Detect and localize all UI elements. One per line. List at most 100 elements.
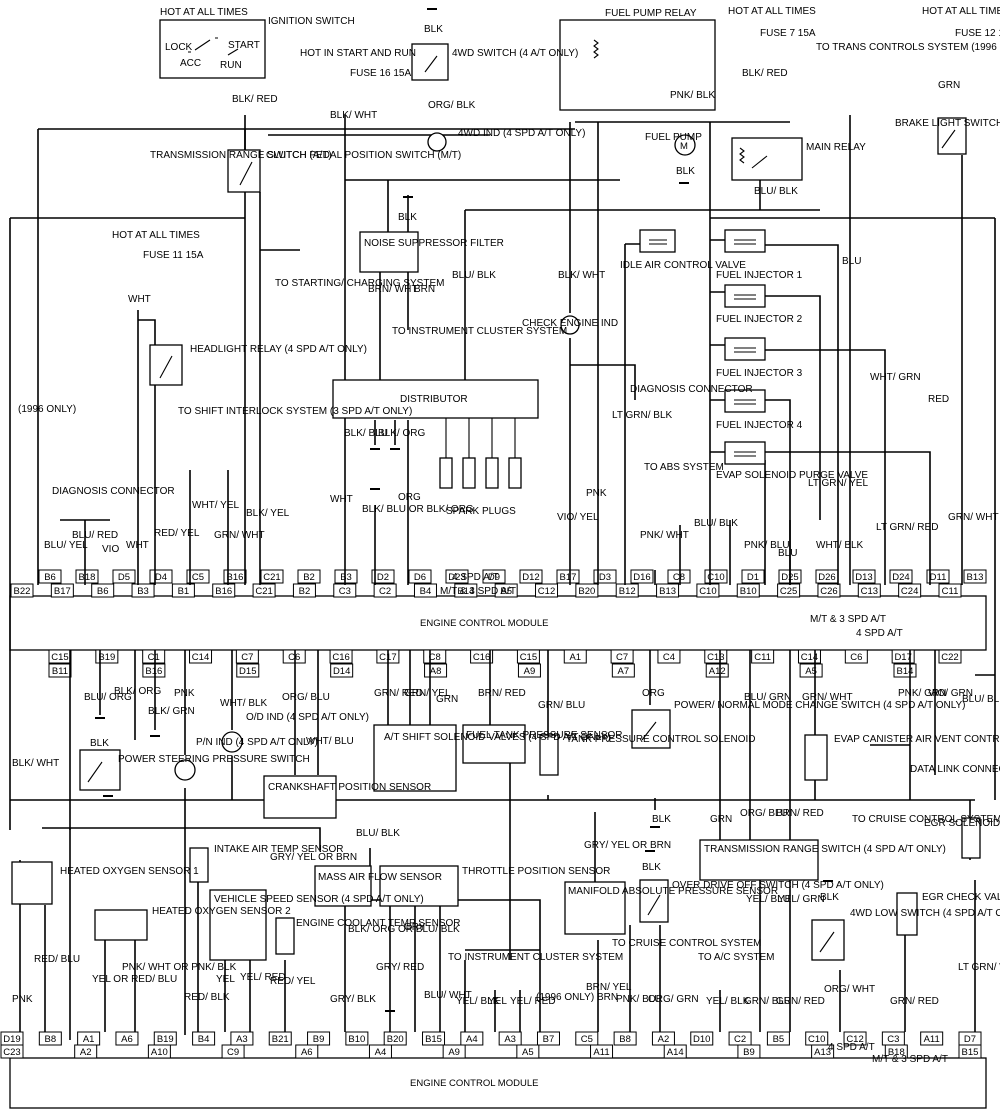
connector-pin <box>235 649 259 664</box>
connector-pin-label: D6 <box>414 572 426 583</box>
connector-pin <box>590 1044 614 1059</box>
lbl-main-relay: MAIN RELAY <box>806 142 866 153</box>
trans-range-switch-bottom <box>699 839 819 881</box>
lbl-power-normal: POWER/ NORMAL MODE CHANGE SWITCH (4 SPD … <box>674 700 966 711</box>
lbl-org-c4: ORG <box>642 688 665 699</box>
lbl-yel-grn: YEL/ GRN <box>778 894 825 905</box>
connector-pin-label: B14 <box>457 586 474 597</box>
connector-pin-label: D3 <box>599 572 611 583</box>
connector-pin-label: A4 <box>466 1034 478 1045</box>
lbl-wht-blu-a9: WHT/ BLU <box>306 736 354 747</box>
connector-pin-label: C24 <box>901 586 918 597</box>
fuel-injector-2 <box>724 284 766 308</box>
connector-pin <box>690 1031 714 1046</box>
connector-pin <box>920 1031 944 1046</box>
lbl-blu-blk-dist: BLU/ BLK <box>452 270 496 281</box>
connector-pin-label: C15 <box>51 652 68 663</box>
connector-pin-label: C7 <box>616 652 628 663</box>
connector-pin-label: B21 <box>272 1034 289 1045</box>
connector-pin-label: B16 <box>215 586 232 597</box>
idle-air-control-valve <box>639 229 676 253</box>
lbl-vio-l: VIO <box>102 544 119 555</box>
connector-pin-label: B2 <box>299 586 311 597</box>
lbl-maf: MASS AIR FLOW SENSOR <box>318 872 442 883</box>
connector-pin-label: C14 <box>192 652 209 663</box>
lbl-gry-blk-b9: GRY/ BLK <box>330 994 376 1005</box>
connector-pin-label: C1 <box>148 652 160 663</box>
connector-pin-label: A8 <box>430 666 442 677</box>
connector-pin <box>926 569 950 584</box>
lbl-diag-connector-r: DIAGNOSIS CONNECTOR <box>630 384 753 395</box>
wires <box>9 115 996 1040</box>
lbl-ignition-switch: IGNITION SWITCH <box>268 16 355 27</box>
connector-pin <box>575 583 599 598</box>
lbl-mt3-r: M/T & 3 SPD A/T <box>810 614 886 625</box>
components: M <box>11 8 981 1012</box>
lbl-blu-d1: BLU <box>778 548 797 559</box>
lbl-org-grn-c2: ORG/ GRN <box>648 994 699 1005</box>
connector-pin-label: C21 <box>255 586 272 597</box>
connector-pin <box>811 1044 835 1059</box>
lbl-grn-wht-b13: GRN/ WHT <box>948 512 999 523</box>
connector-pin-label: C14 <box>801 652 818 663</box>
connector-pin <box>556 569 580 584</box>
lbl-blk-blu-org: BLK/ BLU OR BLK/ ORG <box>362 504 474 515</box>
lbl-fi4: FUEL INJECTOR 4 <box>716 420 803 431</box>
lbl-wht-yel: WHT/ YEL <box>192 500 239 511</box>
lbl-ind4wd: 4WD IND (4 SPD A/T ONLY) <box>458 128 585 139</box>
ind-4wd-lamp <box>427 132 447 152</box>
lbl-grn-12: GRN <box>938 80 960 91</box>
lbl-to-shift-interlock: TO SHIFT INTERLOCK SYSTEM (3 SPD A/T ONL… <box>178 406 412 417</box>
connector-pin <box>938 583 962 598</box>
lbl-map: MANIFOLD ABSOLUTE PRESSURE SENSOR <box>568 886 778 897</box>
lbl-pnk-blu-d10: PNK/ BLU <box>616 994 662 1005</box>
connector-pin-label: D13 <box>855 572 872 583</box>
fuel-injector-4 <box>724 389 766 413</box>
lbl-diag-connector-l: DIAGNOSIS CONNECTOR <box>52 486 175 497</box>
connector-pin-label: D14 <box>333 666 350 677</box>
connector-pin-label: D26 <box>818 572 835 583</box>
connector-pin <box>460 1031 484 1046</box>
lbl-grn-blu-c10: GRN/ BLU <box>744 996 791 1007</box>
connector-pin <box>115 1031 139 1046</box>
connector-pin <box>630 569 654 584</box>
connector-pin <box>852 569 876 584</box>
connector-pin-label: A5 <box>522 1047 534 1058</box>
lbl-to-starting: TO STARTING/ CHARGING SYSTEM <box>275 278 444 289</box>
connector-pin-label: C26 <box>820 586 837 597</box>
connector-pin-label: A3 <box>504 1034 516 1045</box>
lbl-pnk-blu-c10: PNK/ BLU <box>744 540 790 551</box>
connector-pin-label: B14 <box>897 666 914 677</box>
connector-pin <box>470 649 494 664</box>
lbl-blk-fp: BLK <box>676 166 695 177</box>
lbl-blk-blu-d: BLK/ BLU <box>344 428 388 439</box>
connector-pin <box>112 569 136 584</box>
connector-pin-label: C3 <box>887 1034 899 1045</box>
connector-pin-label: A7 <box>618 666 630 677</box>
connector-pin <box>292 583 316 598</box>
lbl-fuel-pump-relay: FUEL PUMP RELAY <box>605 8 697 19</box>
connector-pin <box>383 1031 407 1046</box>
lbl-heated-o2-1: HEATED OXYGEN SENSOR 1 <box>60 866 199 877</box>
connector-pin-label: B10 <box>348 1034 365 1045</box>
lbl-egr-vac: EGR SOLENOID VACUUM VALVE <box>924 818 1000 829</box>
connector-pin-label: B16 <box>145 666 162 677</box>
main-relay <box>731 137 803 181</box>
connector-pin-label: C2 <box>379 586 391 597</box>
connector-pin-label: A6 <box>121 1034 133 1045</box>
map-sensor <box>564 881 626 935</box>
lbl-grn-wht-c21: GRN/ WHT <box>214 530 265 541</box>
connector-pin <box>48 663 72 678</box>
lbl-trs: TRANSMISSION RANGE SWITCH (4 SPD A/T ONL… <box>704 844 946 855</box>
connector-pin <box>192 1031 216 1046</box>
lbl-egr-check: EGR CHECK VALVE <box>922 892 1000 903</box>
lbl-clutch-sw: CLUTCH PEDAL POSITION SWITCH (M/T) <box>266 150 461 161</box>
spark-plugs-icon <box>439 418 522 489</box>
connector-pin <box>741 569 765 584</box>
lbl-grn-wht-a5: GRN/ WHT <box>802 692 853 703</box>
connector-pin-label: B19 <box>157 1034 174 1045</box>
lbl-gry-tps: GRY <box>404 922 426 933</box>
connector-pin-label: B18 <box>79 572 96 583</box>
check-engine-lamp <box>560 315 580 335</box>
connector-pin <box>408 569 432 584</box>
